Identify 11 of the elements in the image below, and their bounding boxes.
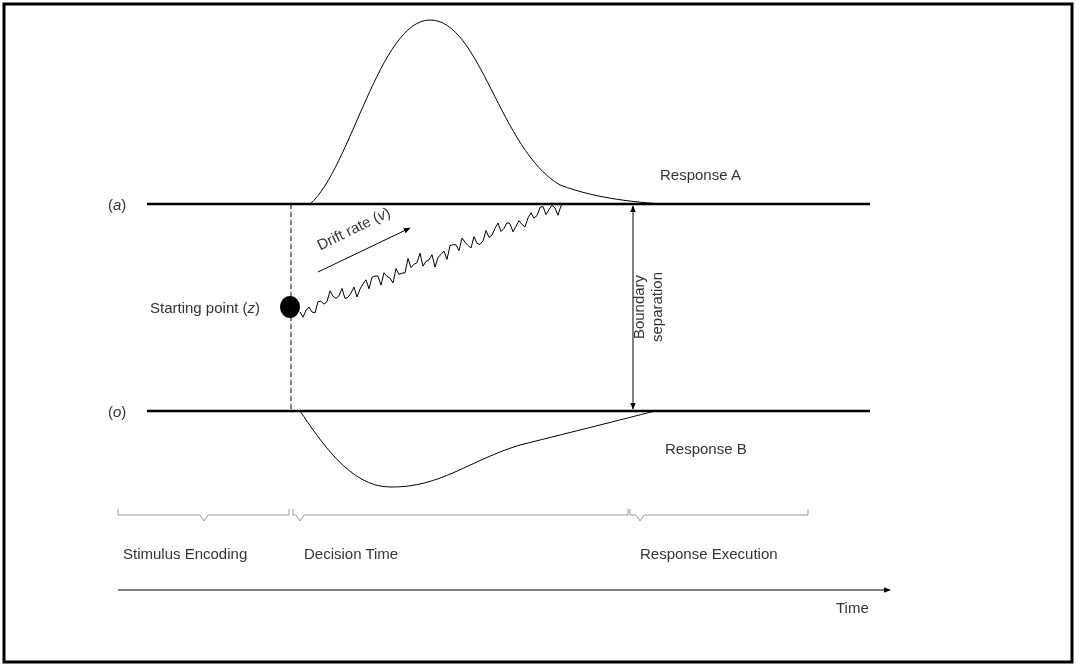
parameter-label: Starting point (z) [150,299,261,317]
parameter-label: Drift rate (v) [314,203,394,254]
response-label: Response B [665,440,747,458]
stage-label: Decision Time [304,545,399,563]
response-label: Response A [660,166,741,184]
stage-label: Stimulus Encoding [123,545,248,563]
axis-label: Time [836,599,869,617]
dimension-label: Boundary separation [630,270,666,345]
boundary-label: (o) [108,403,127,421]
boundary-label: (a) [108,196,127,214]
stage-label: Response Execution [640,545,778,563]
